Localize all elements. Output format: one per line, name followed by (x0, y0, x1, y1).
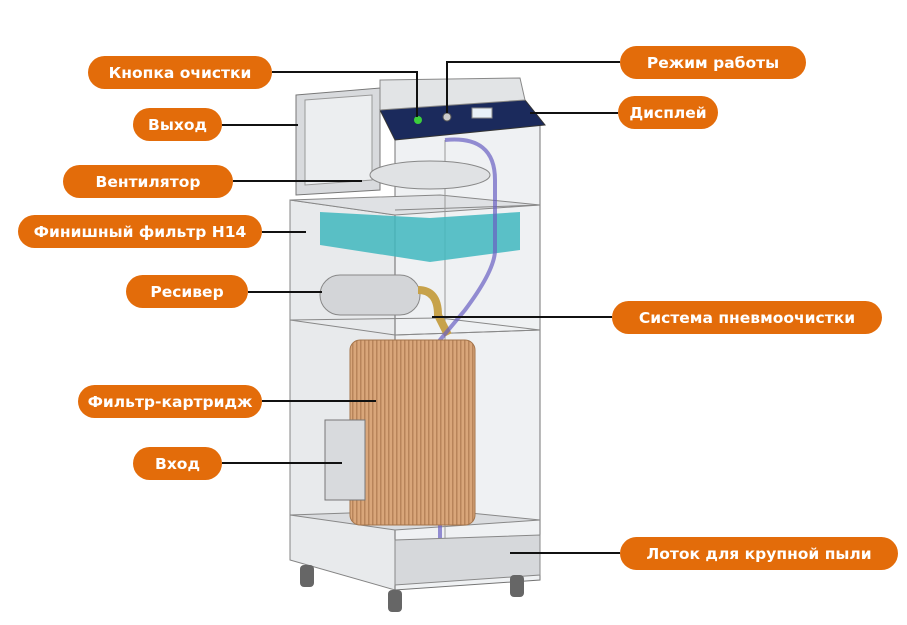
label-operating-mode: Режим работы (620, 46, 806, 79)
label-dust-tray: Лоток для крупной пыли (620, 537, 898, 570)
label-receiver: Ресивер (126, 275, 248, 308)
label-outlet: Выход (133, 108, 222, 141)
label-final-filter: Финишный фильтр H14 (18, 215, 262, 248)
label-cleaning-button: Кнопка очистки (88, 56, 272, 89)
leader-lines (222, 61, 620, 554)
label-display: Дисплей (618, 96, 718, 129)
label-inlet: Вход (133, 447, 222, 480)
display-screen (471, 107, 493, 119)
outlet-box (295, 87, 381, 196)
mode-knob-icon (442, 112, 452, 122)
cleaning-button-icon (414, 116, 422, 124)
label-cartridge-filter: Фильтр-картридж (78, 385, 262, 418)
label-fan: Вентилятор (63, 165, 233, 198)
label-pneumatic-cleaning: Система пневмоочистки (612, 301, 882, 334)
cabinet (289, 77, 546, 612)
